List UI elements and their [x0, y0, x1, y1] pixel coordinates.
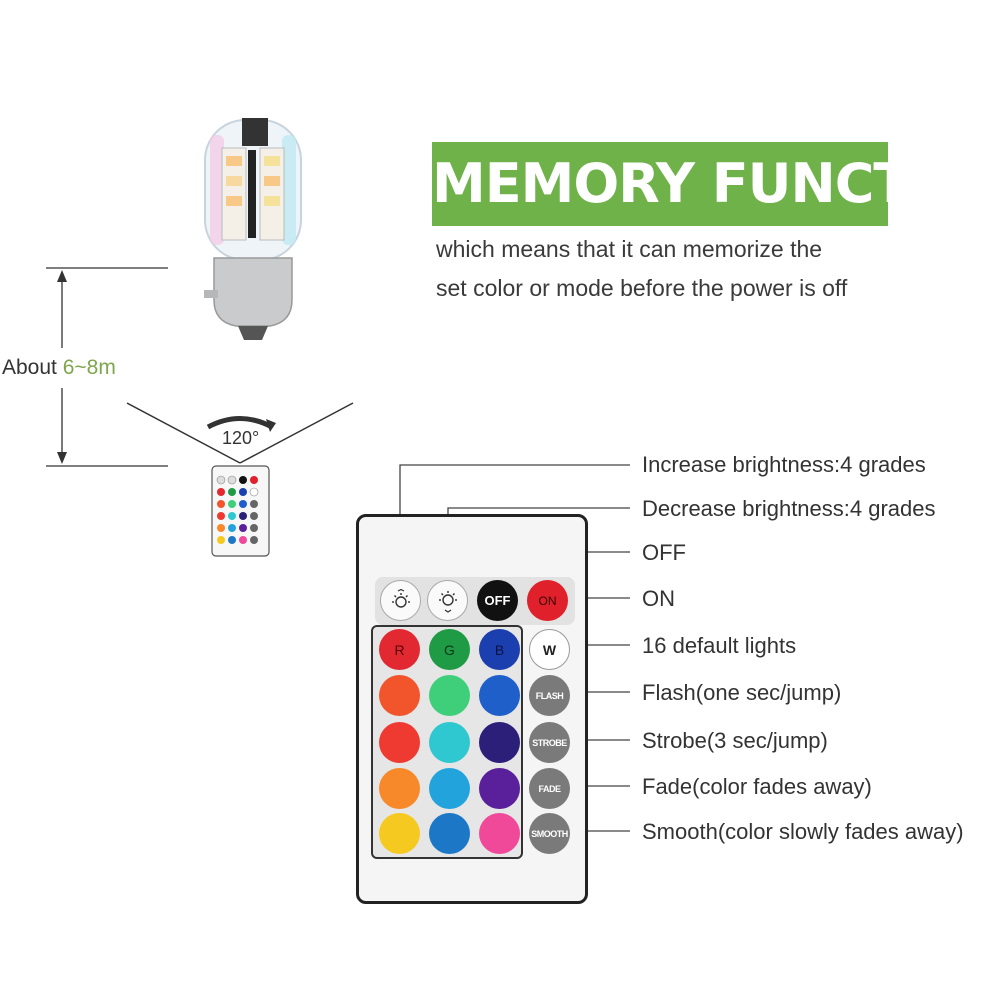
off-button[interactable]: OFF	[477, 580, 518, 621]
off-button-label: OFF	[484, 593, 511, 608]
callout-decrease-brightness: Decrease brightness:4 grades	[642, 496, 936, 521]
color-button[interactable]	[379, 768, 420, 809]
range-value: 6~8m	[62, 356, 116, 379]
range-label: About 6~8m	[2, 356, 116, 380]
description-line-2: set color or mode before the power is of…	[436, 275, 848, 301]
callout-fade: Fade(color fades away)	[642, 774, 872, 799]
description-line-1: which means that it can memorize the	[436, 236, 823, 262]
callout-strobe: Strobe(3 sec/jump)	[642, 728, 828, 753]
remote-control: OFF ON R G B W FLASH STROBE FADE SMOOTH	[356, 514, 588, 904]
color-button[interactable]	[479, 722, 520, 763]
green-button[interactable]: G	[429, 629, 470, 670]
color-button[interactable]	[379, 813, 420, 854]
color-button[interactable]	[429, 675, 470, 716]
color-button[interactable]	[479, 768, 520, 809]
callout-on: ON	[642, 586, 675, 611]
brightness-up-icon	[391, 588, 410, 608]
fade-button-label: FADE	[538, 783, 561, 794]
led-bulb-icon	[204, 118, 302, 340]
color-button[interactable]	[429, 722, 470, 763]
smooth-button[interactable]: SMOOTH	[529, 813, 570, 854]
on-button-label: ON	[538, 593, 557, 608]
white-button-label: W	[542, 641, 557, 658]
blue-button-label: B	[494, 641, 505, 658]
green-button-label: G	[444, 641, 455, 658]
callout-flash: Flash(one sec/jump)	[642, 680, 842, 705]
range-label-prefix: About	[2, 356, 57, 379]
color-button[interactable]	[479, 675, 520, 716]
color-button[interactable]	[379, 722, 420, 763]
brightness-up-button[interactable]	[380, 580, 421, 621]
color-button[interactable]	[379, 675, 420, 716]
red-button-label: R	[394, 641, 405, 658]
brightness-down-button[interactable]	[427, 580, 468, 621]
flash-button-label: FLASH	[535, 690, 564, 701]
color-button[interactable]	[429, 768, 470, 809]
strobe-button[interactable]: STROBE	[529, 722, 570, 763]
strobe-button-label: STROBE	[532, 737, 567, 748]
brightness-down-icon	[438, 590, 457, 613]
fade-button[interactable]: FADE	[529, 768, 570, 809]
callout-increase-brightness: Increase brightness:4 grades	[642, 452, 926, 477]
angle-label: 120°	[222, 428, 260, 448]
callout-smooth: Smooth(color slowly fades away)	[642, 819, 964, 844]
callout-off: OFF	[642, 540, 686, 565]
flash-button[interactable]: FLASH	[529, 675, 570, 716]
white-button[interactable]: W	[529, 629, 570, 670]
color-button[interactable]	[479, 813, 520, 854]
red-button[interactable]: R	[379, 629, 420, 670]
smooth-button-label: SMOOTH	[531, 828, 568, 839]
blue-button[interactable]: B	[479, 629, 520, 670]
on-button[interactable]: ON	[527, 580, 568, 621]
callout-default-lights: 16 default lights	[642, 633, 797, 658]
color-button[interactable]	[429, 813, 470, 854]
mini-remote-icon	[211, 465, 270, 557]
